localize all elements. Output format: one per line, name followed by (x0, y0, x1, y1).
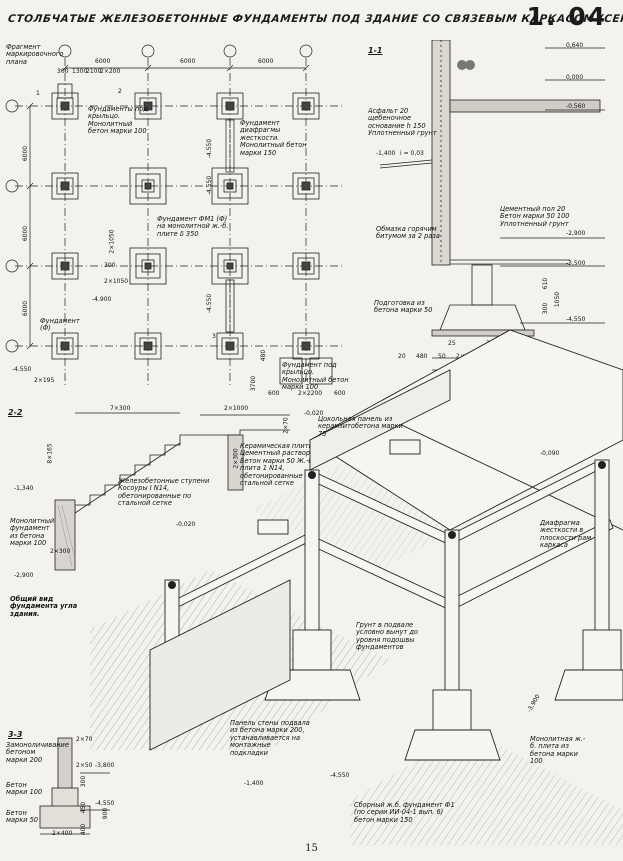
level-mark: -2,900 (566, 230, 586, 237)
plan-dim: 1300 (72, 68, 88, 75)
note-fm1: Фундамент ФМ1 (Ф) на монолитной ж.-б. пл… (157, 215, 229, 238)
level-mark: -1,400 (244, 780, 264, 787)
level-mark: -4,550 (566, 316, 586, 323)
note-monolithic: Монолитный фундамент из бетона марки 100 (10, 517, 55, 548)
s33-dim: 2×70 (76, 736, 93, 743)
note-diaphragm: Диафрагма жесткости в плоскости рам карк… (540, 519, 592, 550)
s33-dim: 900 (102, 807, 110, 820)
note-precast-foundation: Сборный ж.б. фундамент Ф1 (по серии ИИ-0… (354, 801, 455, 824)
level-mark: -4,550 (330, 772, 350, 779)
note-wall-panel: Панель стены подвала из бетона марки 200… (230, 719, 310, 757)
plan-dim: 2100 (86, 68, 102, 75)
level-mark: -1,340 (14, 485, 34, 492)
s33-dim: 2×50 (76, 762, 93, 769)
note-soil: Грунт в подвале условно вынут до уровня … (356, 621, 418, 652)
note-fill: Замоноличивание бетоном марки 200 (6, 741, 69, 764)
plan-dim: 2×1050 (108, 229, 116, 254)
note-f: Фундамент (Ф) (40, 317, 80, 333)
note-diaphragm-foundation: Фундамент диафрагмы жесткости. Монолитны… (240, 119, 307, 157)
s33-dim: 400 (80, 823, 88, 836)
s22-dim: 8×165 (46, 443, 54, 464)
note-tile: Керамическая плитка Б Цементный раствор … (240, 442, 324, 488)
foundation-plan (5, 44, 345, 388)
sheet-title: СТОЛБЧАТЫЕ ЖЕЛЕЗОБЕТОННЫЕ ФУНДАМЕНТЫ ПОД… (7, 13, 623, 25)
s33-dim: 2×400 (52, 830, 73, 837)
iso-title: Общий вид фундамента угла здания. (10, 595, 78, 618)
span-dim: 6000 (95, 58, 111, 65)
span-dim: 6000 (258, 58, 274, 65)
s11-dim: 300 (542, 302, 550, 315)
plan-dim: 2×195 (34, 377, 55, 384)
cut-mark: 3 (212, 333, 216, 340)
s22-dim: 2×1000 (224, 405, 249, 412)
s22-dim: 2×300 (50, 548, 71, 555)
bay-dim: 6000 (22, 145, 30, 162)
s33-dim: 450 (80, 801, 88, 814)
plan-dim: 2×2200 (298, 390, 323, 397)
level-mark: 0,640 (566, 42, 584, 49)
note-asphalt: Асфальт 20 щебеночное основание h 150 Уп… (368, 107, 437, 138)
section-3-3-drawing (39, 737, 110, 835)
section-2-2-label: 2-2 (8, 408, 23, 417)
note-concrete-100: Бетон марки 100 (6, 781, 43, 797)
slope-note: i = 0,03 (400, 150, 424, 157)
bay-dim: 6000 (22, 300, 30, 317)
level-mark: -0,020 (304, 410, 324, 417)
level-mark: -4.900 (92, 296, 112, 303)
plan-dim: 300 (104, 262, 116, 269)
level-mark: -1,400 (376, 150, 396, 157)
isometric-view (90, 330, 623, 845)
s11-dim: 480 (416, 353, 428, 360)
s11-dim: 1050 (554, 291, 562, 308)
note-porch-2: Фундамент под крыльцо. Монолитный бетон … (282, 361, 349, 392)
s11-dim: 610 (542, 277, 550, 290)
span-dim: 6000 (180, 58, 196, 65)
level-mark: -0,020 (176, 521, 196, 528)
sheet-number: 1. 04 (526, 2, 607, 31)
note-plinth-panel: Цокольная панель из керамзитобетона марк… (318, 415, 403, 438)
note-porch-foundations: Фундаменты под крыльцо. Монолитный бетон… (88, 105, 148, 136)
note-stair: Железобетонные ступени Косоуры I N14, об… (118, 477, 210, 508)
level-mark: -2,900 (14, 572, 34, 579)
cut-mark: 1 (36, 90, 40, 97)
section-1-1-drawing (379, 40, 605, 371)
level-mark: -3,800 (95, 762, 115, 769)
plan-dim: 600 (268, 390, 280, 397)
plan-dim: 300 (57, 68, 69, 75)
note-preparation: Подготовка из бетона марки 50 (374, 299, 433, 315)
s11-dim: 50 (438, 353, 446, 360)
section-2-2-drawing (54, 412, 290, 571)
bay-dim: 6000 (22, 225, 30, 242)
page-number: 15 (305, 843, 318, 854)
note-bitumen: Обмазка горячим битумом за 2 раза (376, 225, 440, 241)
plan-dim: 600 (334, 390, 346, 397)
note-slab: Монолитная ж.-б. плита из бетона марки 1… (530, 735, 586, 766)
s11-dim: 20 (398, 353, 406, 360)
level-mark: 0,000 (566, 74, 584, 81)
plan-label: Фрагмент маркировочного плана (6, 43, 64, 66)
note-basement-floor: Цементный пол 20 Бетон марки 50 100 Упло… (500, 205, 570, 228)
section-3-3-label: 3-3 (8, 730, 23, 739)
note-concrete-50: Бетон марки 50 (6, 809, 38, 825)
plan-dim: 2×200 (100, 68, 121, 75)
level-mark: -4.550 (206, 138, 214, 159)
s22-dim: 7×300 (110, 405, 131, 412)
level-mark: -0,090 (540, 450, 560, 457)
level-mark: -3,500 (566, 260, 586, 267)
s33-dim: 300 (80, 775, 88, 788)
cut-mark: 2 (118, 88, 122, 95)
level-mark: -4.550 (206, 175, 214, 196)
level-mark: -4.550 (206, 293, 214, 314)
s11-dim: 25 (448, 340, 456, 347)
level-mark: -4,550 (95, 800, 115, 807)
plan-dim: 2×1050 (104, 278, 129, 285)
section-1-1-label: 1-1 (368, 46, 383, 55)
level-mark: -4.550 (12, 366, 32, 373)
level-mark: -0,560 (566, 103, 586, 110)
